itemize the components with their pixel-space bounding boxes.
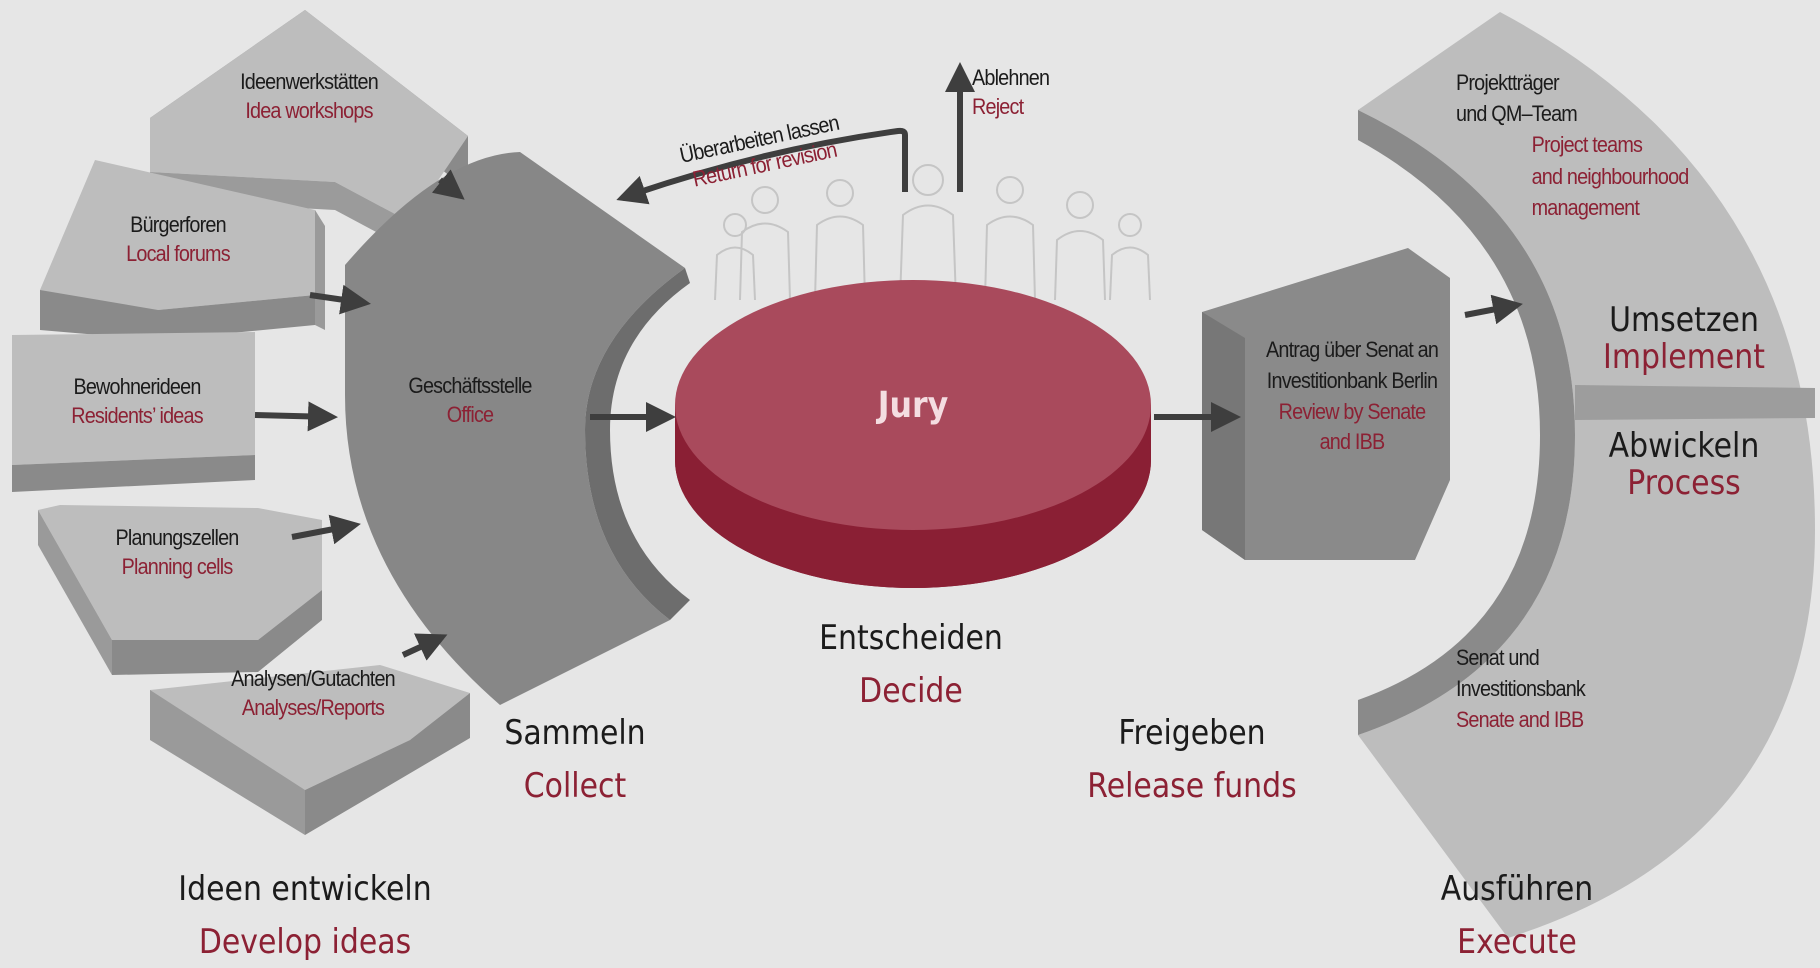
source-block-residents-ideas [12, 332, 255, 492]
project-teams-de-line1: Projektträger [1456, 70, 1560, 95]
stage-develop-en: Develop ideas [198, 921, 412, 962]
flow-arrows [254, 62, 1523, 661]
stage-develop-de: Ideen entwickeln [178, 869, 432, 909]
arrow-review-to-execute [1464, 294, 1523, 325]
project-teams-label: Projektträger und QM–Team Project teams … [1456, 67, 1690, 223]
source-planning-cells-en: Planning cells [121, 553, 234, 579]
stage-process-en: Process [1627, 463, 1741, 504]
stage-release-funds: Freigeben Release funds [1087, 707, 1296, 812]
source-analyses-de: Analysen/Gutachten [231, 666, 396, 691]
review-de-line1: Antrag über Senat an [1265, 337, 1439, 362]
source-residents-ideas-en: Residents’ ideas [71, 402, 203, 428]
source-local-forums-en: Local forums [126, 240, 230, 266]
source-block-analyses [150, 665, 470, 835]
stage-release-de: Freigeben [1118, 713, 1266, 753]
reject-en: Reject [972, 93, 1024, 119]
review-en-line2: and IBB [1319, 429, 1386, 455]
senate-label: Senat und Investitionsbank Senate and IB… [1456, 642, 1586, 736]
source-block-planning-cells [38, 505, 322, 675]
stage-execute-de: Ausführen [1440, 869, 1594, 909]
senate-de-line2: Investitionsbank [1456, 676, 1586, 702]
jury-label: Jury [877, 385, 949, 426]
arrow-return-for-revision [616, 127, 908, 205]
review-block [1202, 248, 1450, 560]
reject-de: Ablehnen [972, 65, 1050, 90]
source-local-forums-de: Bürgerforen [130, 212, 226, 237]
review-label: Antrag über Senat an Investitionbank Ber… [1265, 335, 1439, 458]
review-de-line2: Investitionbank Berlin [1266, 367, 1438, 393]
review-en-line1: Review by Senate [1278, 398, 1426, 424]
jury-disc [675, 280, 1151, 588]
stage-execute-en: Execute [1457, 921, 1577, 962]
source-idea-workshops-de: Ideenwerkstätten [240, 69, 379, 94]
arrow-workshops-to-office [431, 169, 465, 200]
senate-en: Senate and IBB [1456, 707, 1584, 733]
stage-decide-de: Entscheiden [819, 618, 1003, 658]
source-idea-workshops-en: Idea workshops [245, 97, 373, 123]
project-teams-de-line2: und QM–Team [1456, 101, 1578, 127]
source-local-forums-label: Bürgerforen Local forums [126, 211, 230, 268]
jury-members-sketch [714, 164, 1151, 301]
source-block-local-forums [40, 160, 325, 340]
stage-decide: Entscheiden Decide [819, 612, 1003, 717]
execute-arc [1358, 12, 1815, 938]
source-planning-cells-de: Planungszellen [115, 525, 240, 550]
arrow-analyses-to-office [401, 633, 448, 661]
stage-collect-de: Sammeln [504, 713, 646, 753]
arrow-residents-to-office [254, 401, 338, 432]
stage-process-de: Abwickeln [1608, 426, 1760, 466]
source-residents-ideas-de: Bewohnerideen [73, 374, 201, 399]
source-idea-workshops-label: Ideenwerkstätten Idea workshops [240, 68, 379, 125]
stage-execute: Ausführen Execute [1441, 863, 1594, 968]
stage-implement-en: Implement [1603, 337, 1765, 378]
stage-implement: Umsetzen Implement [1603, 300, 1765, 378]
source-analyses-label: Analysen/Gutachten Analyses/Reports [231, 665, 396, 722]
stage-decide-en: Decide [859, 670, 963, 711]
stage-develop-ideas: Ideen entwickeln Develop ideas [178, 863, 431, 968]
office-de: Geschäftsstelle [408, 373, 532, 398]
project-teams-en-line1: Project teams [1531, 132, 1643, 158]
project-teams-en-line2: and neighbourhood [1531, 163, 1690, 189]
source-block-idea-workshops [150, 10, 468, 250]
stage-release-en: Release funds [1087, 765, 1297, 806]
source-analyses-en: Analyses/Reports [241, 694, 385, 720]
stage-collect: Sammeln Collect [504, 707, 645, 812]
arrow-cells-to-office [291, 514, 361, 545]
stage-implement-de: Umsetzen [1609, 300, 1759, 340]
source-planning-cells-label: Planungszellen Planning cells [115, 524, 240, 581]
stage-process: Abwickeln Process [1608, 426, 1760, 504]
stage-collect-en: Collect [523, 765, 627, 806]
project-teams-en-line3: management [1531, 194, 1640, 220]
reject-label: Ablehnen Reject [972, 64, 1050, 121]
office-block [345, 152, 690, 705]
arrow-forums-to-office [309, 284, 371, 315]
senate-de-line1: Senat und [1456, 645, 1540, 670]
source-residents-ideas-label: Bewohnerideen Residents’ ideas [71, 373, 203, 430]
office-label: Geschäftsstelle Office [408, 372, 532, 429]
office-en: Office [446, 401, 494, 427]
